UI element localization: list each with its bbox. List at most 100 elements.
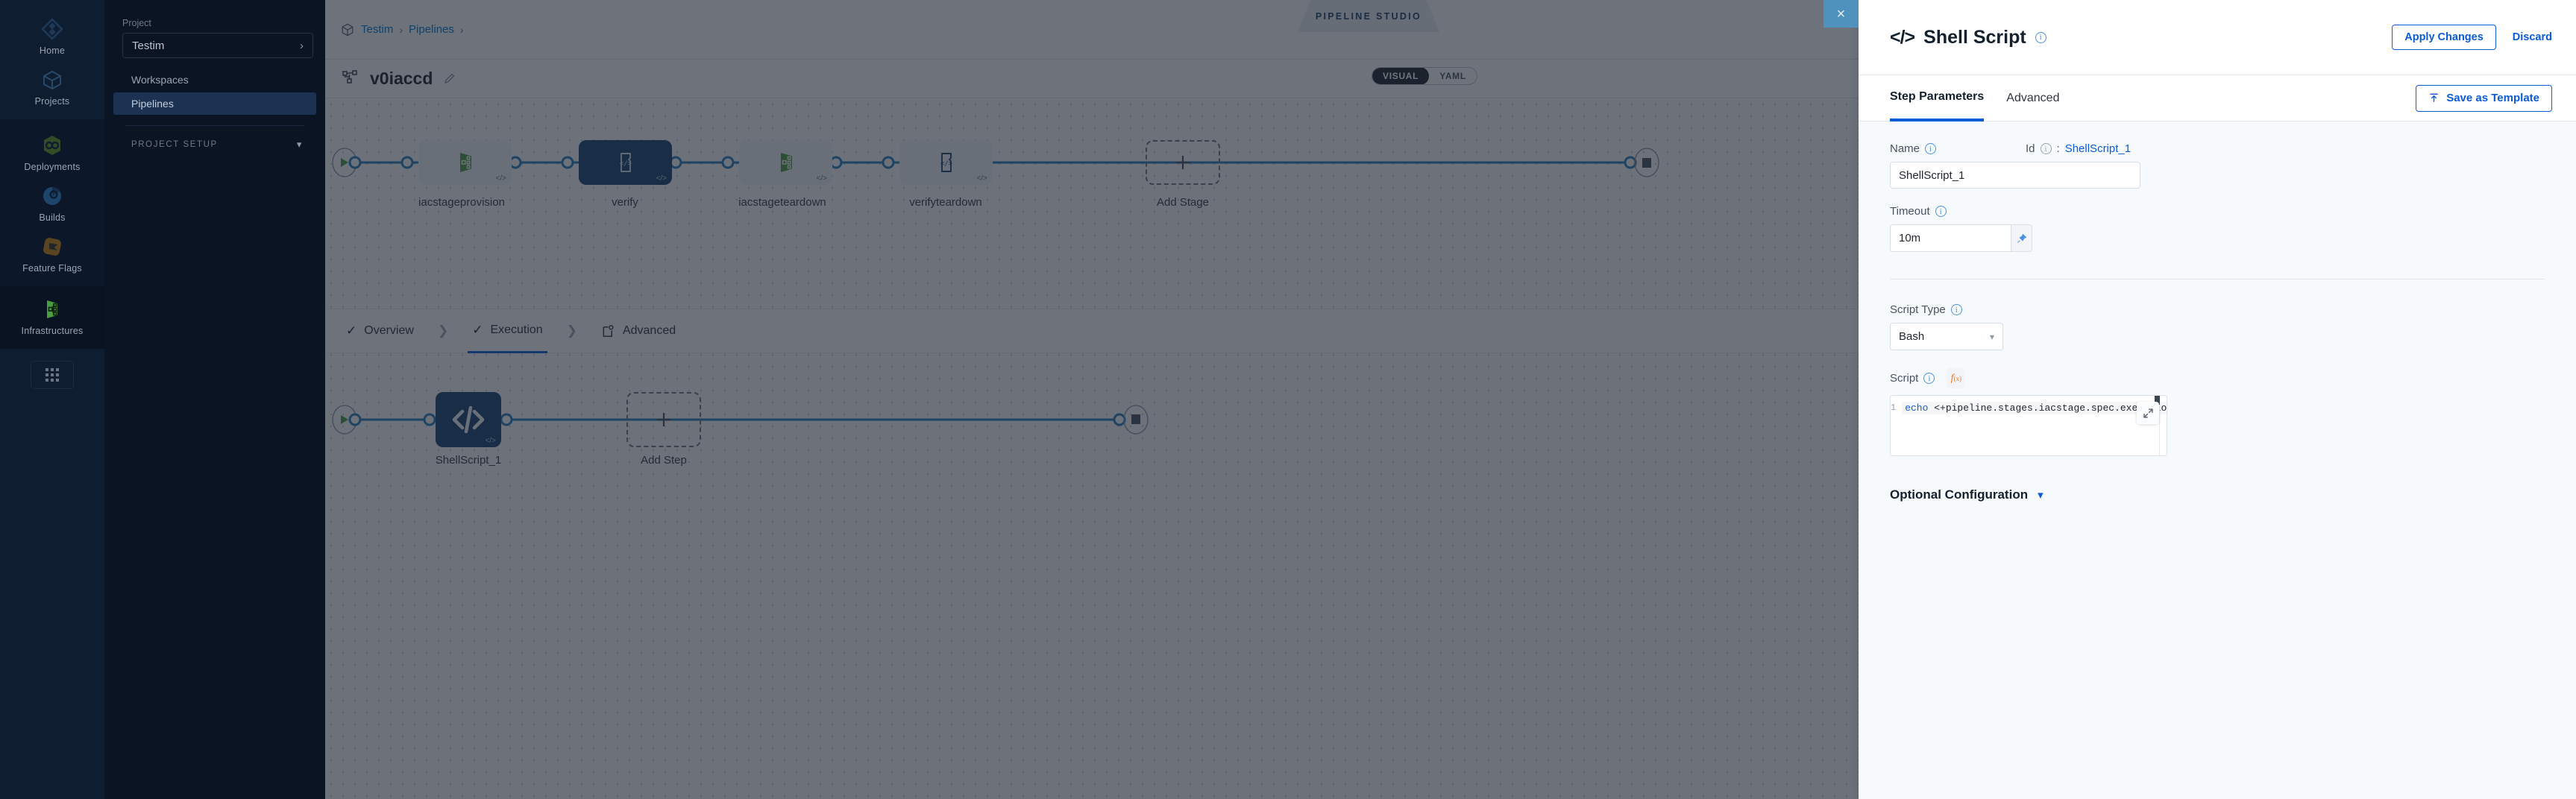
sidebar-divider — [125, 125, 304, 126]
tab-overview-label: Overview — [364, 324, 414, 337]
info-icon[interactable]: i — [2035, 31, 2046, 43]
infrastructures-icon — [47, 300, 57, 318]
info-icon[interactable]: i — [1950, 304, 1962, 315]
tab-overview[interactable]: ✓ Overview — [342, 309, 418, 353]
project-cube-icon — [342, 23, 354, 36]
close-panel-button[interactable]: × — [1823, 0, 1859, 28]
save-as-template-button[interactable]: Save as Template — [2416, 84, 2552, 112]
nav-item-projects-label: Projects — [34, 95, 70, 107]
editor-code-text: echo <+pipeline.stages.iacstage.spec.exe… — [1902, 401, 2167, 414]
script-code-editor[interactable]: 1 echo <+pipeline.stages.iacstage.spec.e… — [1890, 395, 2167, 456]
nav-item-deployments[interactable]: Deployments — [0, 127, 104, 177]
timeout-input[interactable] — [1890, 224, 2011, 252]
expand-editor-button[interactable] — [2137, 402, 2159, 424]
info-icon[interactable]: i — [1925, 143, 1937, 154]
sidebar-item-workspaces[interactable]: Workspaces — [113, 69, 316, 91]
stage-node-iacstageprovision[interactable]: </> — [418, 140, 512, 185]
builds-gear-icon — [43, 186, 61, 205]
info-icon[interactable]: i — [1935, 206, 1947, 217]
chevron-down-icon: ▾ — [2038, 489, 2043, 502]
tab-panel-advanced[interactable]: Advanced — [2006, 75, 2059, 121]
mode-visual[interactable]: VISUAL — [1372, 68, 1430, 84]
sidebar-section-project-setup[interactable]: PROJECT SETUP ▾ — [113, 135, 316, 154]
feature-flags-icon — [43, 237, 61, 256]
infrastructures-icon — [781, 153, 792, 172]
nav-group-modules: Deployments Builds Feature Flags — [0, 119, 104, 286]
pipeline-canvas[interactable]: </> iacstageprovision </> </> verify — [325, 98, 1859, 799]
project-label: Project — [122, 18, 151, 28]
pipeline-title-row: v0iaccd — [325, 60, 1859, 98]
runtime-input-pin-button[interactable] — [2011, 224, 2032, 252]
nav-item-feature-flags-label: Feature Flags — [22, 262, 82, 274]
nav-item-feature-flags[interactable]: Feature Flags — [0, 228, 104, 279]
optional-configuration-toggle[interactable]: Optional Configuration ▾ — [1890, 487, 2545, 502]
stage-graph: </> iacstageprovision </> </> verify — [325, 121, 1859, 285]
breadcrumb-item-pipelines[interactable]: Pipelines — [409, 23, 454, 36]
breadcrumb: Testim › Pipelines › — [325, 0, 1859, 60]
tab-execution[interactable]: ✓ Execution — [468, 309, 547, 353]
stage-node-label: iacstageprovision — [418, 196, 505, 209]
edit-pencil-icon[interactable] — [443, 72, 456, 85]
step-id-value[interactable]: ShellScript_1 — [2064, 142, 2132, 155]
discard-button[interactable]: Discard — [2512, 31, 2552, 43]
info-icon[interactable]: i — [1923, 373, 1935, 384]
home-diamond-icon — [41, 18, 63, 40]
script-field-label: Script i f(x) — [1890, 368, 2545, 388]
step-node-shellscript-1[interactable]: </> — [436, 392, 501, 447]
mode-yaml[interactable]: YAML — [1439, 71, 1466, 81]
nav-item-infrastructures[interactable]: Infrastructures — [0, 291, 104, 341]
code-badge-icon: </> — [485, 437, 496, 445]
stage-node-verify[interactable]: </> </> — [579, 140, 672, 185]
breadcrumb-item-testim[interactable]: Testim — [361, 23, 394, 36]
nav-item-projects[interactable]: Projects — [0, 61, 104, 112]
code-badge-icon: </> — [816, 174, 827, 183]
editor-code-body: <+pipeline.stages.iacstage.spec.executio… — [1934, 402, 2167, 414]
project-selector[interactable]: Testim › — [122, 33, 313, 58]
tab-separator-icon: ❯ — [437, 323, 449, 338]
sidebar-item-pipelines[interactable]: Pipelines — [113, 92, 316, 115]
add-step-label: Add Step — [641, 454, 687, 467]
nav-item-home[interactable]: Home — [0, 10, 104, 61]
stage-node-verifyteardown[interactable]: </> </> — [899, 140, 993, 185]
play-icon — [341, 158, 348, 167]
tab-step-parameters[interactable]: Step Parameters — [1890, 75, 1985, 121]
more-apps-grid-icon[interactable] — [31, 361, 74, 389]
breadcrumb-separator-2: › — [459, 23, 464, 36]
save-as-template-label: Save as Template — [2446, 92, 2539, 104]
stage-node-iacstageteardown[interactable]: </> — [739, 140, 832, 185]
panel-tabs: Step Parameters Advanced Save as Templat… — [1859, 75, 2576, 121]
add-stage-button[interactable] — [1146, 140, 1220, 185]
script-type-label-text: Script Type — [1890, 303, 1946, 316]
advanced-settings-icon — [603, 324, 614, 337]
pipeline-icon — [342, 69, 357, 83]
chevron-right-icon: › — [300, 39, 304, 52]
view-mode-toggle[interactable]: VISUAL YAML — [1372, 67, 1477, 85]
grid-dots — [45, 368, 59, 382]
panel-title: Shell Script — [1923, 26, 2026, 48]
name-id-row: Name i Id i : ShellScript_1 — [1890, 142, 2545, 162]
infrastructures-icon — [460, 153, 471, 172]
svg-text:</>: </> — [940, 160, 953, 168]
info-icon[interactable]: i — [2040, 143, 2052, 154]
editor-scroll-rail — [2159, 396, 2160, 455]
stage-node-label: iacstageteardown — [738, 196, 826, 209]
script-label-text: Script — [1890, 372, 1919, 385]
stop-icon — [1642, 158, 1651, 168]
expand-arrows-icon — [2143, 408, 2153, 418]
apply-changes-button[interactable]: Apply Changes — [2392, 25, 2496, 50]
stage-graph-edges — [332, 148, 1659, 177]
nav-item-infrastructures-label: Infrastructures — [21, 325, 84, 336]
script-type-field-label: Script Type i — [1890, 303, 2545, 316]
tab-advanced[interactable]: Advanced — [597, 309, 680, 353]
nav-item-builds[interactable]: Builds — [0, 177, 104, 228]
pin-icon — [2017, 233, 2026, 243]
pipeline-studio-ribbon: PIPELINE STUDIO — [1298, 0, 1439, 32]
name-input[interactable] — [1890, 162, 2140, 189]
editor-scrollbar-thumb[interactable] — [2155, 396, 2160, 405]
add-step-button[interactable] — [626, 392, 701, 447]
script-type-select[interactable]: Bash ▾ — [1890, 323, 2003, 350]
expression-fx-button[interactable]: f(x) — [1947, 368, 1966, 388]
timeout-label-text: Timeout — [1890, 205, 1930, 218]
tab-advanced-label: Advanced — [622, 324, 676, 337]
